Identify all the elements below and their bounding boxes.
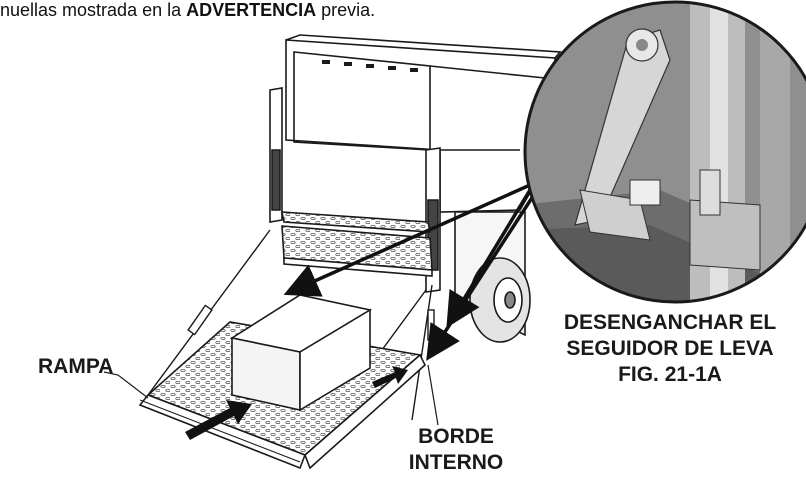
instruction-text: nuellas mostrada en la ADVERTENCIA previ…	[0, 0, 375, 20]
inner-edge-label-line-2: INTERNO	[408, 451, 504, 474]
ramp-label-text: RAMPA	[38, 355, 114, 378]
ramp-label: RAMPA	[38, 354, 113, 380]
detail-caption: DESENGANCHAR EL SEGUIDOR DE LEVA FIG. 21…	[536, 310, 804, 388]
callout-arrows	[283, 169, 552, 361]
truck-clearance-lights	[322, 60, 418, 72]
detail-view-circle	[523, 0, 806, 304]
detail-caption-line-3: FIG. 21-1A	[618, 363, 722, 386]
caption-warning-word: ADVERTENCIA	[186, 0, 317, 20]
small-arrow	[372, 366, 408, 388]
caption-text-after: previa.	[316, 0, 376, 20]
push-arrow	[185, 400, 252, 440]
detail-caption-line-1: DESENGANCHAR EL	[563, 311, 777, 334]
inner-edge-label: BORDE INTERNO	[386, 424, 526, 476]
truck-wheel	[454, 211, 531, 343]
inner-edge-label-line-1: BORDE	[418, 425, 494, 448]
caption-text-before: nuellas mostrada en la	[0, 0, 187, 20]
label-leaders	[103, 364, 439, 426]
cargo-box	[229, 294, 373, 412]
detail-caption-line-2: SEGUIDOR DE LEVA	[566, 337, 774, 360]
upper-step	[281, 211, 433, 277]
